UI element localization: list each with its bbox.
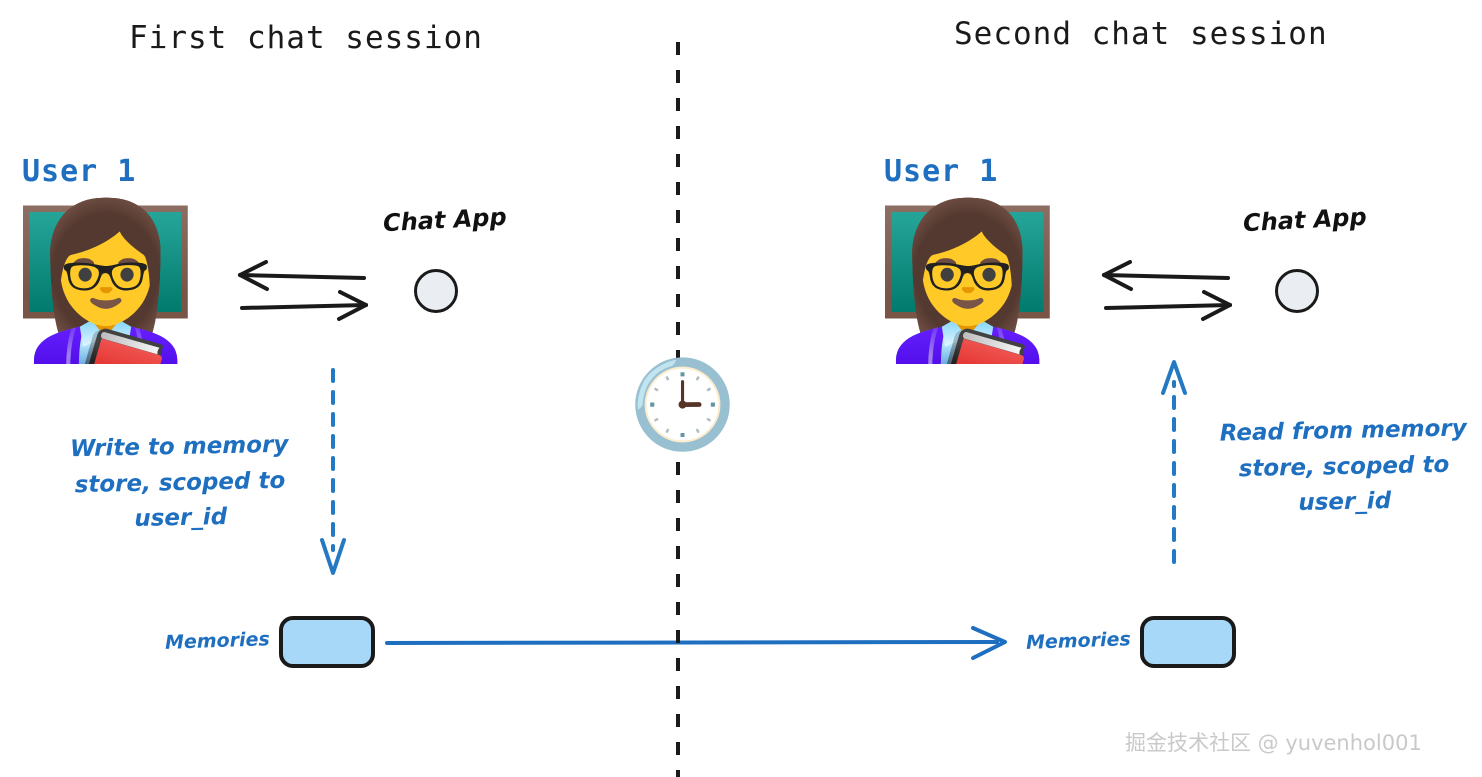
vertical-dashed-divider bbox=[672, 42, 684, 777]
chat-app-circle-icon-first bbox=[414, 269, 458, 313]
session-title-second: Second chat session bbox=[954, 16, 1328, 52]
memory-persistence-arrow bbox=[385, 626, 1025, 662]
watermark: 掘金技术社区 @ yuvenhol001 bbox=[1125, 731, 1422, 755]
avatar-user-second: 👩‍🏫 bbox=[874, 197, 1061, 365]
memory-store-box-first bbox=[279, 616, 375, 668]
exchange-arrows-second bbox=[1100, 255, 1236, 325]
user-label-first: User 1 bbox=[22, 154, 137, 189]
memories-label-second: Memories bbox=[1025, 628, 1132, 654]
user-label-second: User 1 bbox=[884, 154, 999, 189]
memories-label-first: Memories bbox=[164, 628, 271, 654]
annotation-read-memory: Read from memory store, scoped to user_i… bbox=[1219, 415, 1467, 517]
clock-three-oclock-icon: 🕒 bbox=[629, 357, 737, 453]
chat-app-label-second: Chat App bbox=[1242, 202, 1368, 238]
dashed-arrow-up-icon-second bbox=[1159, 360, 1191, 564]
session-title-first: First chat session bbox=[129, 20, 483, 56]
exchange-arrows-first bbox=[236, 255, 372, 325]
chat-app-circle-icon-second bbox=[1275, 269, 1319, 313]
dashed-arrow-down-icon-first bbox=[318, 368, 350, 578]
memory-store-box-second bbox=[1140, 616, 1236, 668]
avatar-user-first: 👩‍🏫 bbox=[12, 197, 199, 365]
chat-app-label-first: Chat App bbox=[382, 202, 508, 238]
annotation-write-memory: Write to memory store, scoped to user_id bbox=[69, 431, 289, 533]
